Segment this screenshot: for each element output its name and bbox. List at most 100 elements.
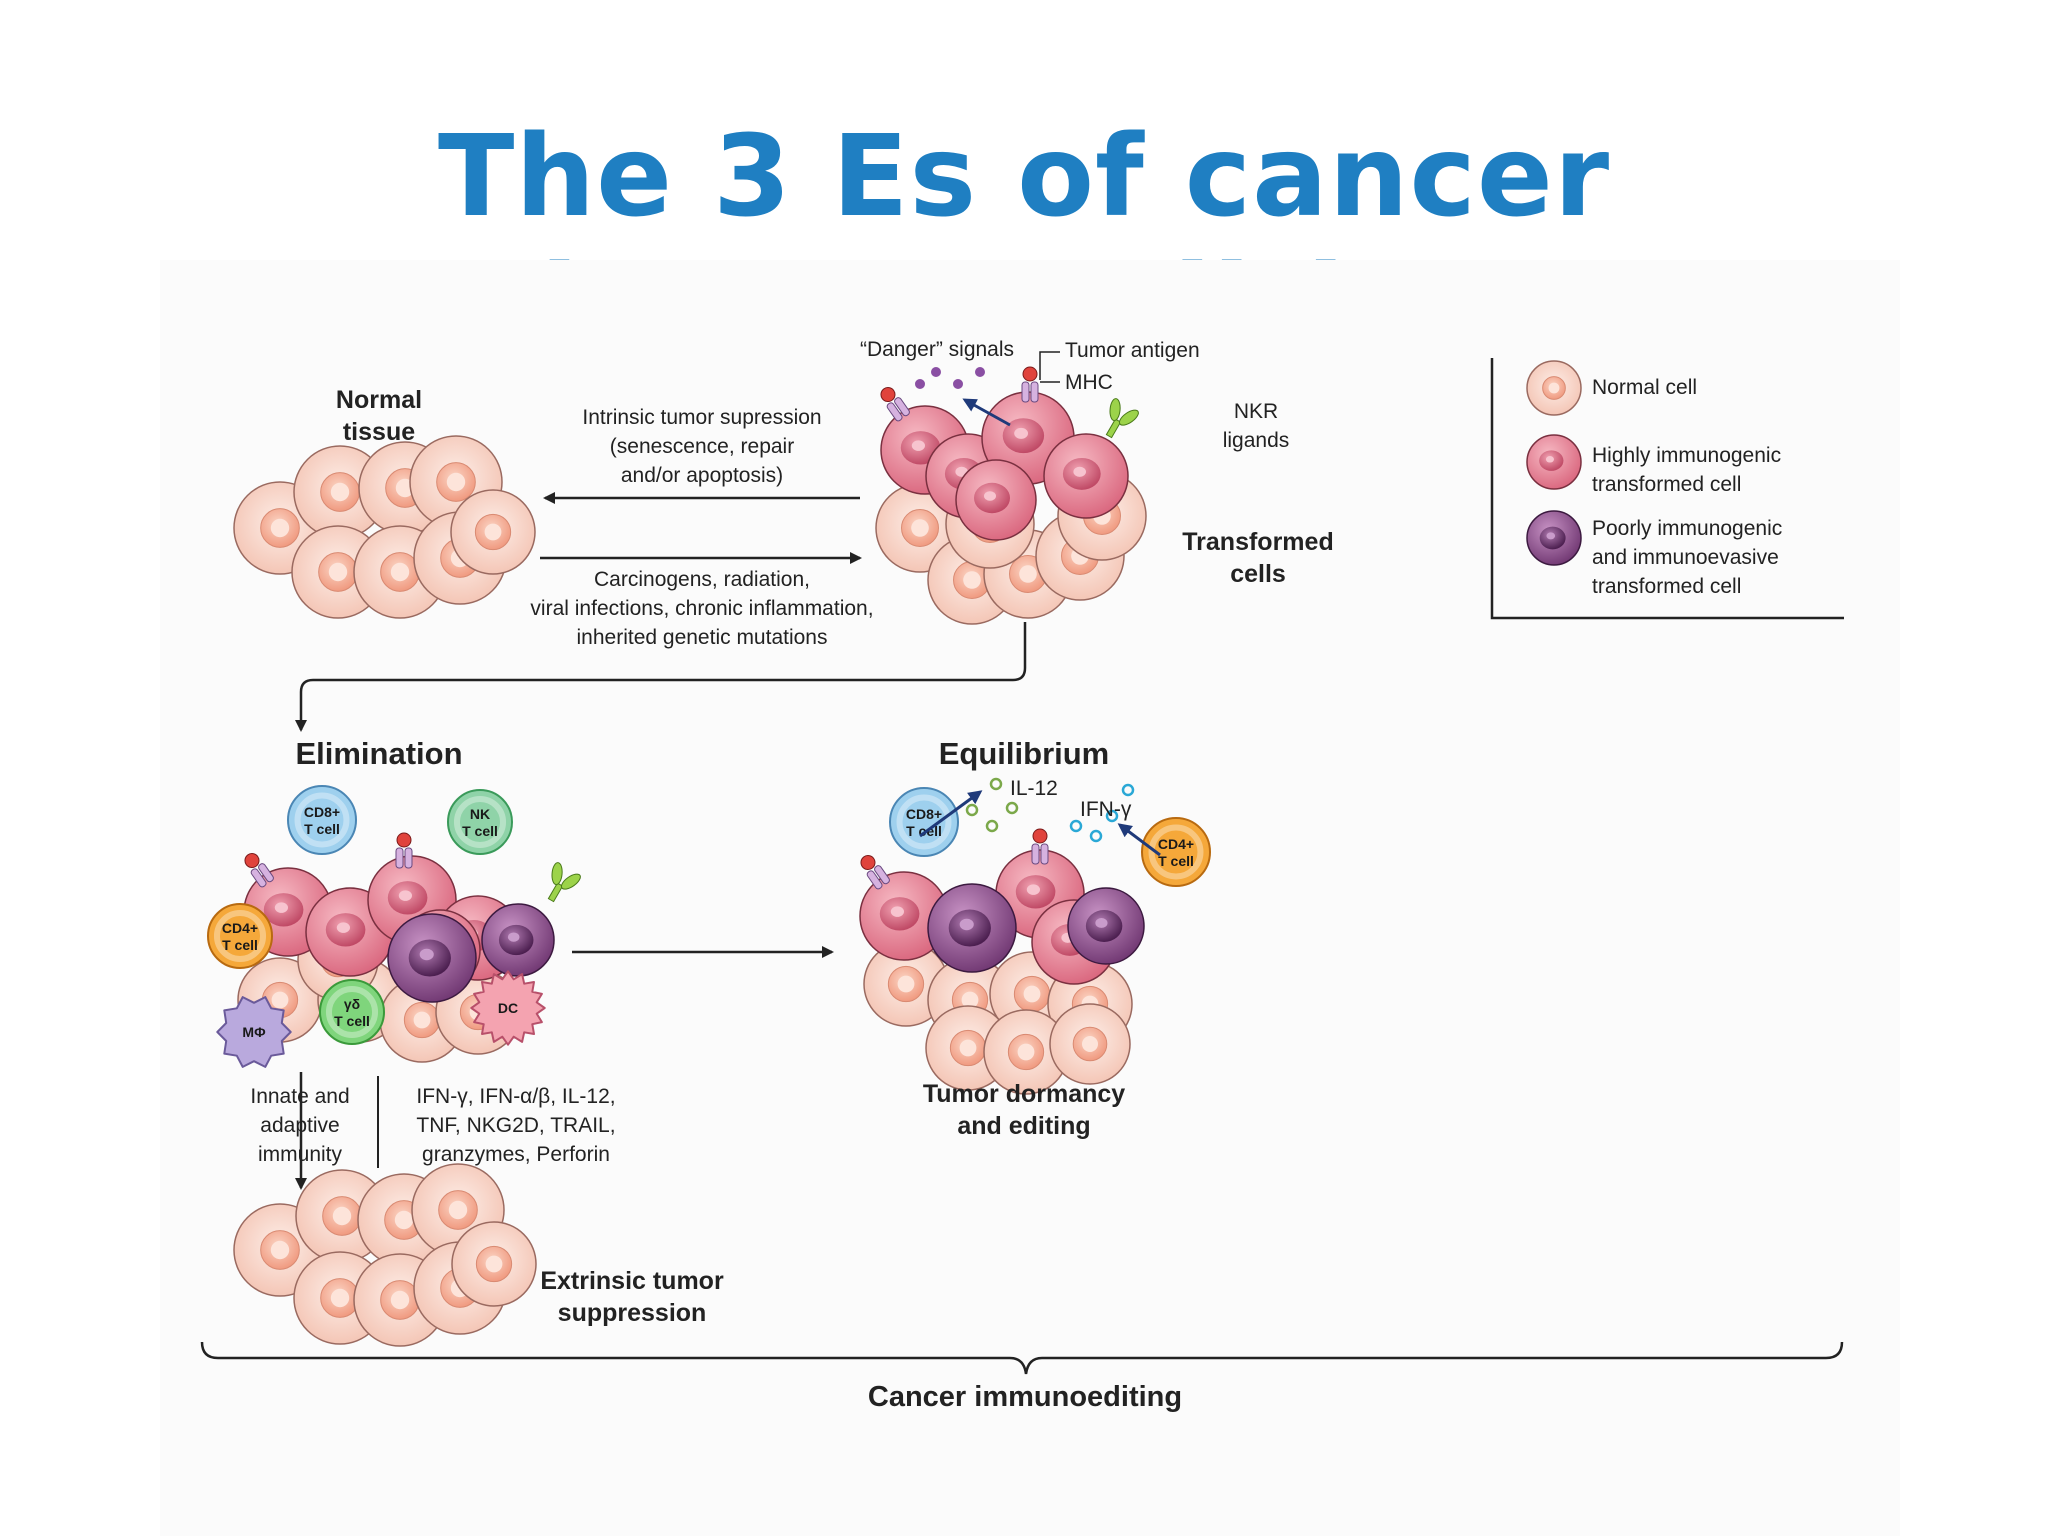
normal-cell — [863, 941, 949, 1027]
dendritic-cell: DC — [470, 970, 546, 1046]
transformed-cells-label-2: cells — [1230, 560, 1286, 588]
normal-cell — [1049, 1003, 1131, 1085]
normal-tissue-label-1: Normal — [336, 386, 422, 414]
nk-t-cell: NKT cell — [447, 789, 513, 855]
svg-text:CD4+: CD4+ — [1158, 836, 1194, 852]
svg-text:T cell: T cell — [1158, 853, 1194, 869]
svg-text:T cell: T cell — [334, 1013, 370, 1029]
macrophage-cell: MΦ — [216, 996, 292, 1068]
mhc-label: MHC — [1065, 371, 1113, 394]
poor-cell — [927, 883, 1017, 973]
mediators-label-1: IFN-γ, IFN-α/β, IL-12, — [416, 1085, 615, 1108]
carcinogens-label-2: viral infections, chronic inflammation, — [530, 597, 873, 620]
mhc-antigen-icon — [1031, 828, 1049, 865]
legend-normal-label: Normal cell — [1592, 376, 1697, 399]
svg-text:T cell: T cell — [462, 823, 498, 839]
legend-poor-label-2: and immunoevasive — [1592, 546, 1779, 569]
legend-frame — [1490, 358, 1844, 620]
ifng-label: IFN-γ — [1080, 798, 1132, 821]
extrinsic-label-1: Extrinsic tumor — [540, 1267, 724, 1295]
high-cell — [1526, 434, 1582, 490]
il12-label: IL-12 — [1010, 777, 1058, 800]
il12-dot — [985, 819, 999, 833]
arrow-cd4-ifng — [1117, 823, 1161, 857]
tumor-dormancy-label-2: and editing — [957, 1112, 1090, 1140]
nkr-label-2: ligands — [1223, 429, 1290, 452]
transformed-cells-label-1: Transformed — [1182, 528, 1333, 556]
innate-label-3: immunity — [258, 1143, 343, 1166]
legend-poor-label-1: Poorly immunogenic — [1592, 517, 1782, 540]
poor-cell — [1526, 510, 1582, 566]
equilibrium-heading: Equilibrium — [939, 736, 1110, 771]
normal-cell — [983, 1009, 1069, 1095]
poor-cell — [481, 903, 555, 977]
cancer-immunoediting-brace — [200, 1341, 1844, 1375]
cd4-t-cell-equilibrium: CD4+T cell — [1141, 817, 1211, 887]
arrow-danger-signals — [962, 398, 1011, 427]
il12-dot — [965, 803, 979, 817]
svg-text:NK: NK — [470, 806, 490, 822]
intrinsic-label-1: Intrinsic tumor supression — [582, 406, 821, 429]
mhc-antigen-icon — [860, 855, 890, 890]
innate-label-1: Innate and — [250, 1085, 349, 1108]
svg-text:T cell: T cell — [222, 937, 258, 953]
high-cell — [859, 871, 949, 961]
normal-cell — [451, 1221, 537, 1307]
il12-dot — [1005, 801, 1019, 815]
svg-text:MΦ: MΦ — [242, 1024, 266, 1040]
equilibrium-cluster — [859, 849, 1145, 1095]
svg-text:CD8+: CD8+ — [906, 806, 942, 822]
cancer-immunoediting-label: Cancer immunoediting — [868, 1381, 1182, 1413]
svg-text:T cell: T cell — [304, 821, 340, 837]
carcinogens-label-1: Carcinogens, radiation, — [594, 568, 810, 591]
normal-cell — [1526, 360, 1582, 416]
arrow-to-elimination — [295, 622, 1027, 732]
high-cell — [955, 459, 1037, 541]
mhc-antigen-icon — [1021, 366, 1039, 403]
intrinsic-label-3: and/or apoptosis) — [621, 464, 783, 487]
mediators-label-2: TNF, NKG2D, TRAIL, — [416, 1114, 615, 1137]
gamma-delta-t-cell: γδT cell — [319, 979, 385, 1045]
nkr-label-1: NKR — [1234, 400, 1278, 423]
legend-high-label-2: transformed cell — [1592, 473, 1741, 496]
danger-signal-dot — [915, 379, 925, 389]
svg-text:CD4+: CD4+ — [222, 920, 258, 936]
extrinsic-label-2: suppression — [558, 1299, 707, 1327]
carcinogens-label-3: inherited genetic mutations — [577, 626, 828, 649]
danger-signal-dot — [953, 379, 963, 389]
mhc-antigen-icon — [880, 387, 910, 422]
legend-high-label-1: Highly immunogenic — [1592, 444, 1781, 467]
cd8-t-cell-equilibrium: CD8+T cell — [889, 787, 959, 857]
tumor-dormancy-label-1: Tumor dormancy — [923, 1080, 1125, 1108]
nkr-ligand-icon — [547, 862, 581, 903]
normal-cell — [450, 489, 536, 575]
tumor-antigen-label: Tumor antigen — [1065, 339, 1200, 362]
poor-cell — [387, 913, 477, 1003]
elimination-heading: Elimination — [295, 736, 462, 771]
svg-text:DC: DC — [498, 1000, 518, 1016]
ifng-dot — [1089, 829, 1103, 843]
transformed-cells-cluster — [875, 391, 1147, 625]
receptor-glyphs — [244, 366, 1139, 903]
cd8-t-cell-elimination: CD8+T cell — [287, 785, 357, 855]
leader-tumor-antigen — [1039, 351, 1060, 380]
normal-tissue-cluster — [233, 435, 536, 619]
innate-label-2: adaptive — [260, 1114, 339, 1137]
normal-tissue-label-2: tissue — [343, 418, 415, 446]
legend-icons — [1526, 360, 1582, 566]
svg-text:CD8+: CD8+ — [304, 804, 340, 820]
il12-dot — [989, 777, 1003, 791]
mhc-antigen-icon — [395, 832, 413, 869]
ifng-dot — [1069, 819, 1083, 833]
cd4-t-cell-elimination: CD4+T cell — [207, 903, 273, 969]
svg-text:γδ: γδ — [344, 996, 360, 1012]
ifng-dot — [1105, 809, 1119, 823]
intrinsic-label-2: (senescence, repair — [610, 435, 794, 458]
danger-signals-label: “Danger” signals — [860, 338, 1014, 361]
extrinsic-suppression-cluster — [233, 1163, 537, 1347]
arrow-cd8-il12 — [919, 790, 983, 838]
poor-cell — [1067, 887, 1145, 965]
